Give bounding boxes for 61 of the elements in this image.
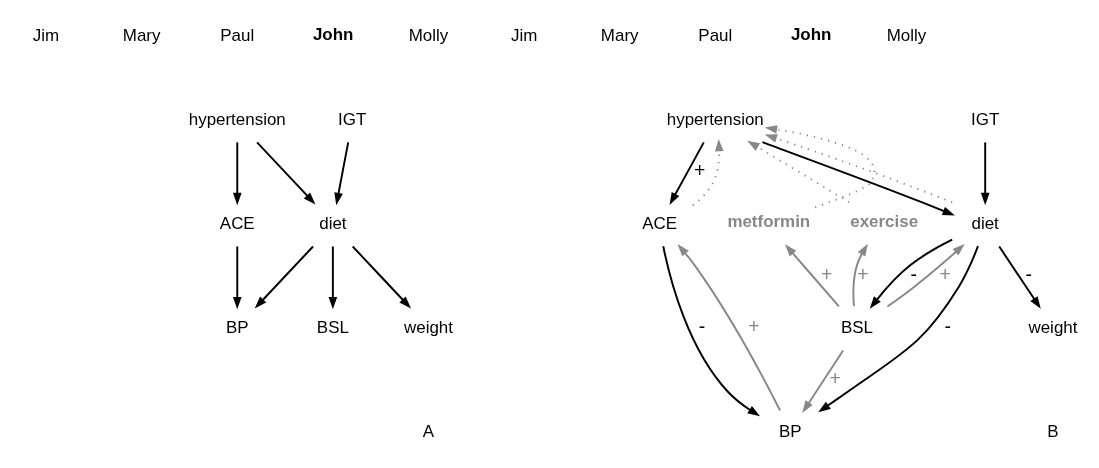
- node-text: IGT: [971, 109, 1000, 129]
- arrow: [784, 243, 840, 307]
- node-text: exercise: [850, 211, 919, 231]
- node-text: hypertension: [666, 109, 764, 129]
- arrow: [669, 140, 705, 205]
- arrow: [662, 244, 760, 416]
- node-text: IGT: [338, 109, 367, 129]
- node-text: BSL: [840, 317, 873, 337]
- label: Paul: [698, 25, 733, 45]
- label: Jim: [510, 25, 538, 45]
- label: Molly: [408, 25, 449, 45]
- label: Mary: [122, 25, 161, 45]
- edge-label: +: [748, 314, 760, 337]
- label: John: [790, 24, 832, 44]
- arrow: [232, 140, 242, 205]
- arrow: [254, 245, 315, 309]
- arrow: [852, 243, 868, 307]
- edge-label: +: [693, 158, 706, 181]
- label: Mary: [600, 25, 639, 45]
- label: Jim: [32, 25, 60, 45]
- node-text: weight: [403, 317, 453, 337]
- arrow: [764, 133, 954, 203]
- label: B: [1047, 421, 1059, 441]
- arrow: [256, 140, 316, 204]
- arrow: [232, 245, 242, 309]
- edge-label: -: [1025, 262, 1032, 285]
- arrow: [980, 140, 990, 205]
- edge-label: +: [857, 262, 869, 285]
- node-text: ACE: [219, 213, 255, 233]
- label: Molly: [886, 25, 927, 45]
- arrow: [691, 138, 724, 206]
- label: Paul: [220, 25, 255, 45]
- edge-label: +: [820, 262, 833, 285]
- edge-label: -: [944, 314, 951, 337]
- node-text: BSL: [316, 317, 349, 337]
- arrow: [677, 243, 782, 411]
- edge-label: -: [910, 262, 918, 285]
- node-text: metformin: [727, 211, 811, 231]
- arrow: [998, 245, 1041, 309]
- edge-label: -: [698, 314, 706, 337]
- arrow: [747, 140, 851, 203]
- arrow: [334, 140, 350, 205]
- arrow: [764, 124, 876, 208]
- arrow: [761, 140, 955, 215]
- label: A: [422, 421, 435, 441]
- arrow: [802, 349, 845, 413]
- arrow: [886, 243, 965, 307]
- node-text: diet: [319, 213, 347, 233]
- label: John: [312, 24, 354, 44]
- edge-label: +: [829, 366, 841, 389]
- arrow: [328, 245, 338, 309]
- arrow: [351, 245, 412, 309]
- node-text: hypertension: [188, 109, 286, 129]
- node-text: ACE: [642, 213, 678, 233]
- arrow: [869, 238, 954, 309]
- node-text: diet: [971, 213, 999, 233]
- node-text: BP: [225, 317, 249, 337]
- node-text: BP: [779, 421, 802, 441]
- edge-label: +: [939, 262, 951, 285]
- arrow: [818, 244, 979, 412]
- node-text: weight: [1028, 317, 1078, 337]
